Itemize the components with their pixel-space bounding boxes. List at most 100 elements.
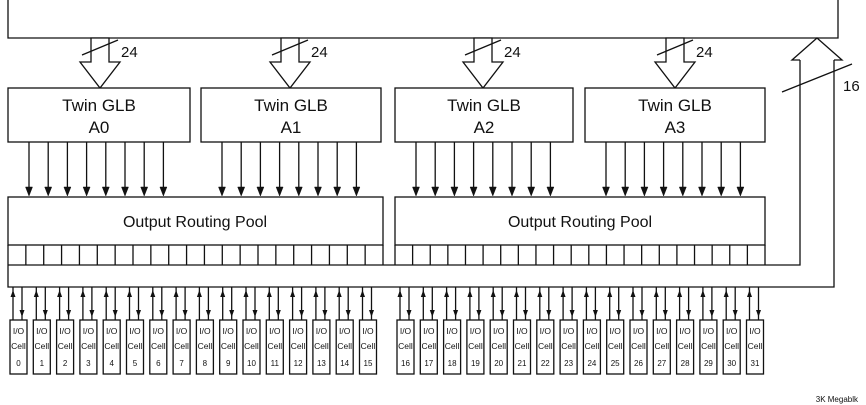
io-cell-24-out-arrowhead	[592, 310, 598, 317]
glb-output-arrowhead-10	[256, 186, 265, 197]
io-cell-3-number: 3	[86, 359, 91, 368]
twin-glb-a3-box	[584, 87, 766, 143]
io-cell-16-box	[396, 319, 415, 375]
io-cell-2-out-arrowhead	[66, 310, 72, 317]
io-cell-21-in-arrowhead	[514, 290, 519, 297]
io-cell-6-out-arrowhead	[159, 310, 165, 317]
feedback-bus-slash	[781, 63, 853, 93]
glb-output-arrowhead-14	[333, 186, 342, 197]
io-cell-17-box	[419, 319, 438, 375]
io-cell-14-label-cell: Cell	[337, 341, 352, 351]
io-cell-23-number: 23	[564, 359, 573, 368]
io-cell-31-label-cell: Cell	[748, 341, 763, 351]
io-cell-0-label-cell: Cell	[11, 341, 26, 351]
io-cell-22-number: 22	[541, 359, 550, 368]
io-cell-9-label-io: I/O	[223, 326, 235, 336]
glb-output-arrowhead-26	[640, 186, 649, 197]
io-cell-31-number: 31	[751, 359, 760, 368]
io-cell-22-box	[536, 319, 555, 375]
io-cell-8-in-arrowhead	[196, 290, 202, 297]
io-cell-26-number: 26	[634, 359, 643, 368]
feedback-bus-width-label: 16	[843, 78, 860, 95]
io-cell-14-label-io: I/O	[339, 326, 351, 336]
io-cell-13-in-arrowhead	[313, 290, 319, 297]
io-cell-27-in-arrowhead	[653, 290, 659, 297]
io-cell-26-box	[629, 319, 648, 375]
twin-glb-a0-title: Twin GLB	[62, 96, 136, 115]
io-cell-21-out-arrowhead	[523, 310, 528, 317]
io-cell-17-in-arrowhead	[420, 290, 426, 297]
glb-output-arrowhead-18	[450, 186, 459, 197]
io-cell-24-box	[582, 319, 602, 375]
io-cell-13-label-io: I/O	[316, 326, 328, 336]
output-routing-pool-right-label: Output Routing Pool	[508, 214, 652, 231]
io-cell-16-label-cell: Cell	[398, 341, 413, 351]
glb-output-arrowhead-4	[101, 186, 110, 197]
glb-output-arrowhead-27	[659, 186, 668, 197]
io-cell-6-in-arrowhead	[150, 290, 156, 297]
feedback-arrow-head	[790, 37, 844, 61]
io-cell-6-label-io: I/O	[153, 326, 165, 336]
io-cell-29-number: 29	[704, 359, 713, 368]
twin-glb-a2-title: Twin GLB	[447, 96, 521, 115]
io-cell-18-in-arrowhead	[444, 290, 450, 297]
output-routing-pool-group: Output Routing Pool Output Routing Pool	[7, 196, 766, 246]
glb-output-arrowhead-25	[621, 186, 630, 197]
io-cell-20-label-cell: Cell	[491, 341, 506, 351]
input-bus-width-label-0: 24	[121, 44, 138, 61]
io-cell-5-in-arrowhead	[127, 290, 132, 297]
glb-output-arrowhead-20	[488, 186, 497, 197]
glb-output-arrowhead-29	[698, 186, 706, 197]
io-cell-29-out-arrowhead	[709, 310, 715, 317]
io-cell-18-label-io: I/O	[446, 326, 458, 336]
io-cell-21-number: 21	[518, 359, 527, 368]
io-cell-15-number: 15	[364, 359, 373, 368]
io-cell-30-box	[722, 319, 741, 375]
io-cell-14-out-arrowhead	[345, 310, 351, 317]
io-cell-3-label-cell: Cell	[81, 341, 96, 351]
input-bus-arrow-0	[78, 37, 122, 90]
io-cell-18-label-cell: Cell	[445, 341, 460, 351]
glb-output-arrowhead-16	[412, 186, 420, 197]
io-cell-30-label-cell: Cell	[724, 341, 739, 351]
io-cell-13-number: 13	[317, 359, 326, 368]
io-cell-27-number: 27	[657, 359, 666, 368]
io-cell-13-box	[312, 319, 331, 375]
twin-glb-group: Twin GLB A0 Twin GLB A1 Twin GLB A2 Twin…	[7, 87, 766, 143]
io-cell-18-box	[442, 319, 462, 375]
input-bus-width-label-3: 24	[696, 44, 713, 61]
twin-glb-a1-name: A1	[281, 118, 302, 137]
io-cell-22-in-arrowhead	[537, 290, 543, 297]
glb-output-arrowhead-11	[275, 186, 284, 197]
io-cell-27-label-cell: Cell	[654, 341, 669, 351]
io-cell-11-number: 11	[271, 359, 280, 368]
io-cell-1-number: 1	[40, 359, 45, 368]
twin-glb-a1-title: Twin GLB	[254, 96, 328, 115]
io-cell-2-number: 2	[63, 359, 68, 368]
io-cell-15-out-arrowhead	[369, 310, 374, 317]
io-cell-20-out-arrowhead	[499, 310, 505, 317]
glb-output-arrowhead-31	[736, 186, 745, 197]
io-cell-14-box	[335, 319, 354, 375]
io-cell-5-label-cell: Cell	[128, 341, 143, 351]
io-cell-0-out-arrowhead	[19, 310, 25, 317]
io-cell-12-number: 12	[294, 359, 303, 368]
io-cell-4-out-arrowhead	[112, 310, 118, 317]
io-cell-21-label-io: I/O	[516, 326, 528, 336]
io-cell-22-label-cell: Cell	[538, 341, 553, 351]
io-cell-31-label-io: I/O	[749, 326, 761, 336]
glb-output-arrowhead-12	[294, 186, 303, 197]
routing-pool-cells	[7, 245, 766, 265]
glb-output-arrowhead-2	[63, 186, 72, 197]
io-cell-6-label-cell: Cell	[151, 341, 166, 351]
io-cell-2-label-cell: Cell	[58, 341, 73, 351]
io-cell-10-number: 10	[247, 359, 256, 368]
io-cell-16-out-arrowhead	[406, 310, 412, 317]
output-routing-pool-left-box	[7, 196, 384, 246]
io-cell-1-out-arrowhead	[42, 310, 48, 317]
io-cell-14-number: 14	[340, 359, 349, 368]
io-cell-8-out-arrowhead	[205, 310, 211, 317]
io-cell-19-label-io: I/O	[470, 326, 482, 336]
